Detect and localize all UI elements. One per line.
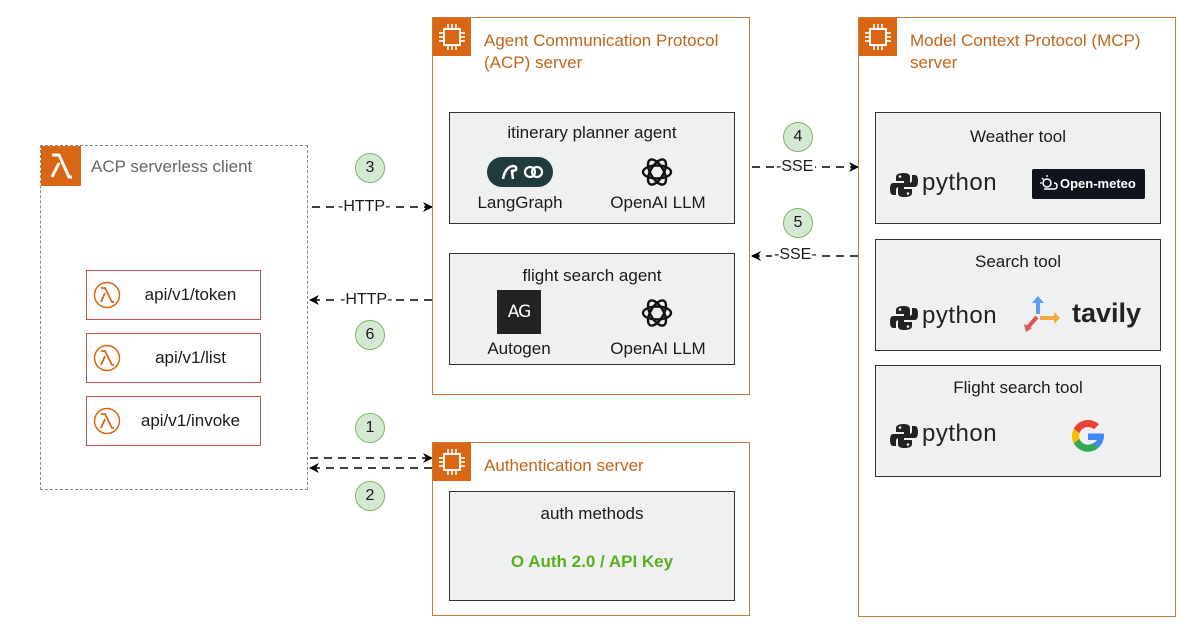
flight-search-tool-box[interactable]: Flight search tool python (875, 365, 1161, 477)
python-label: python (922, 302, 998, 329)
autogen-label: Autogen (487, 339, 551, 358)
acp-server-title: Agent Communication Protocol (ACP) serve… (484, 31, 719, 72)
step-1-badge: 1 (355, 413, 385, 443)
openai-llm-label: OpenAI LLM (610, 339, 706, 358)
itinerary-agent-box[interactable]: itinerary planner agent LangGraph OpenAI… (449, 112, 735, 224)
lambda-icon (93, 344, 121, 372)
langgraph-logo-icon (487, 157, 553, 187)
endpoint-label: api/v1/invoke (140, 411, 241, 430)
chip-icon (859, 18, 897, 56)
acp-client-title: ACP serverless client (91, 157, 253, 176)
search-tool-title: Search tool (975, 252, 1061, 271)
endpoint-token[interactable]: api/v1/token (86, 270, 261, 320)
lambda-icon (93, 407, 121, 435)
python-logo-icon (890, 171, 918, 199)
itinerary-agent-title: itinerary planner agent (507, 123, 677, 142)
python-logo-icon (890, 304, 918, 332)
python-label: python (922, 169, 998, 196)
http-request-label: -HTTP- (336, 198, 393, 216)
chip-icon (433, 443, 471, 481)
flight-agent-title: flight search agent (522, 266, 662, 285)
endpoint-label: api/v1/token (144, 285, 237, 304)
auth-methods-title: auth methods (540, 504, 644, 523)
acp-client-group: ACP serverless client (40, 145, 308, 490)
mcp-server-group: Model Context Protocol (MCP) server Weat… (858, 17, 1176, 617)
openai-icon (638, 294, 676, 332)
acp-server-group: Agent Communication Protocol (ACP) serve… (432, 17, 750, 395)
autogen-logo-text: AG (507, 302, 531, 322)
flight-agent-box[interactable]: flight search agent AG Autogen OpenAI LL… (449, 253, 735, 365)
endpoint-invoke[interactable]: api/v1/invoke (86, 396, 261, 446)
python-label: python (922, 420, 998, 447)
sse-out-label: -SSE (774, 158, 816, 176)
tavily-logo-icon (1022, 294, 1062, 334)
lambda-icon (41, 146, 81, 186)
autogen-logo-icon: AG (497, 290, 541, 334)
step-2-badge: 2 (355, 481, 385, 511)
open-meteo-label: Open-meteo (1060, 176, 1136, 191)
http-response-label: -HTTP- (338, 291, 395, 309)
search-tool-box[interactable]: Search tool python tavily (875, 239, 1161, 351)
lambda-icon (93, 281, 121, 309)
openai-icon (638, 153, 676, 191)
chip-icon (433, 18, 471, 56)
auth-server-title: Authentication server (484, 456, 644, 475)
auth-server-group: Authentication server auth methods O Aut… (432, 442, 750, 616)
openai-llm-label: OpenAI LLM (610, 193, 706, 212)
endpoint-list[interactable]: api/v1/list (86, 333, 261, 383)
python-logo-icon (890, 422, 918, 450)
step-6-badge: 6 (355, 320, 385, 350)
weather-icon (1040, 175, 1058, 190)
mcp-server-title: Model Context Protocol (MCP) server (910, 31, 1141, 72)
flight-search-tool-title: Flight search tool (953, 378, 1083, 397)
tavily-label: tavily (1072, 298, 1142, 328)
auth-methods-box[interactable]: auth methods O Auth 2.0 / API Key (449, 491, 735, 601)
open-meteo-logo: Open-meteo (1032, 169, 1145, 199)
step-4-badge: 4 (783, 122, 813, 152)
auth-methods-value: O Auth 2.0 / API Key (510, 552, 674, 571)
step-5-badge: 5 (783, 208, 813, 238)
step-3-badge: 3 (355, 153, 385, 183)
google-g-icon (1066, 414, 1110, 458)
sse-in-label: -SSE- (772, 246, 819, 264)
langgraph-label: LangGraph (477, 193, 563, 212)
weather-tool-box[interactable]: Weather tool python Open-meteo (875, 112, 1161, 224)
weather-tool-title: Weather tool (969, 127, 1067, 146)
endpoint-label: api/v1/list (155, 348, 226, 367)
